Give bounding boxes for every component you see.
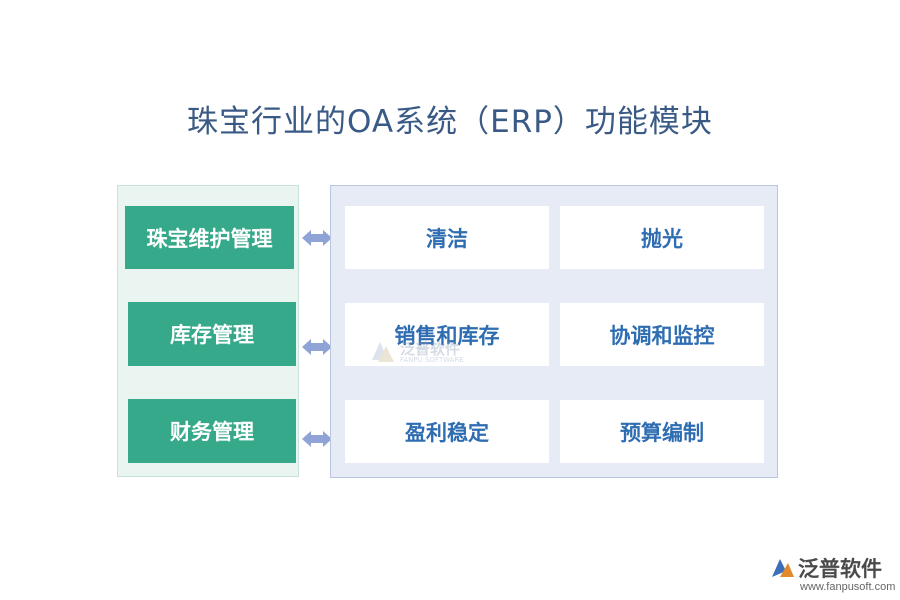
brand-icon xyxy=(772,559,794,577)
module-polishing: 抛光 xyxy=(560,206,764,269)
module-coordination-monitoring: 协调和监控 xyxy=(560,303,764,366)
double-arrow-icon xyxy=(302,230,332,246)
category-box-inventory: 库存管理 xyxy=(128,302,296,366)
module-cleaning: 清洁 xyxy=(345,206,549,269)
double-arrow-icon xyxy=(302,339,332,355)
brand-name: 泛普软件 xyxy=(798,557,882,581)
watermark-sub: FANPU SOFTWARE xyxy=(400,356,464,364)
page-title: 珠宝行业的OA系统（ERP）功能模块 xyxy=(187,104,713,140)
module-profit-stability: 盈利稳定 xyxy=(345,400,549,463)
watermark-icon xyxy=(372,342,394,362)
category-box-jewelry-maintenance: 珠宝维护管理 xyxy=(125,206,294,269)
category-box-finance: 财务管理 xyxy=(128,399,296,463)
watermark-logo: 泛普软件 FANPU SOFTWARE xyxy=(370,336,480,372)
module-sales-inventory: 销售和库存 xyxy=(345,303,549,366)
double-arrow-icon xyxy=(302,431,332,447)
module-budgeting: 预算编制 xyxy=(560,400,764,463)
brand-logo: 泛普软件 www.fanpusoft.com xyxy=(770,553,895,597)
watermark-name: 泛普软件 xyxy=(400,340,461,358)
brand-url: www.fanpusoft.com xyxy=(800,581,896,593)
